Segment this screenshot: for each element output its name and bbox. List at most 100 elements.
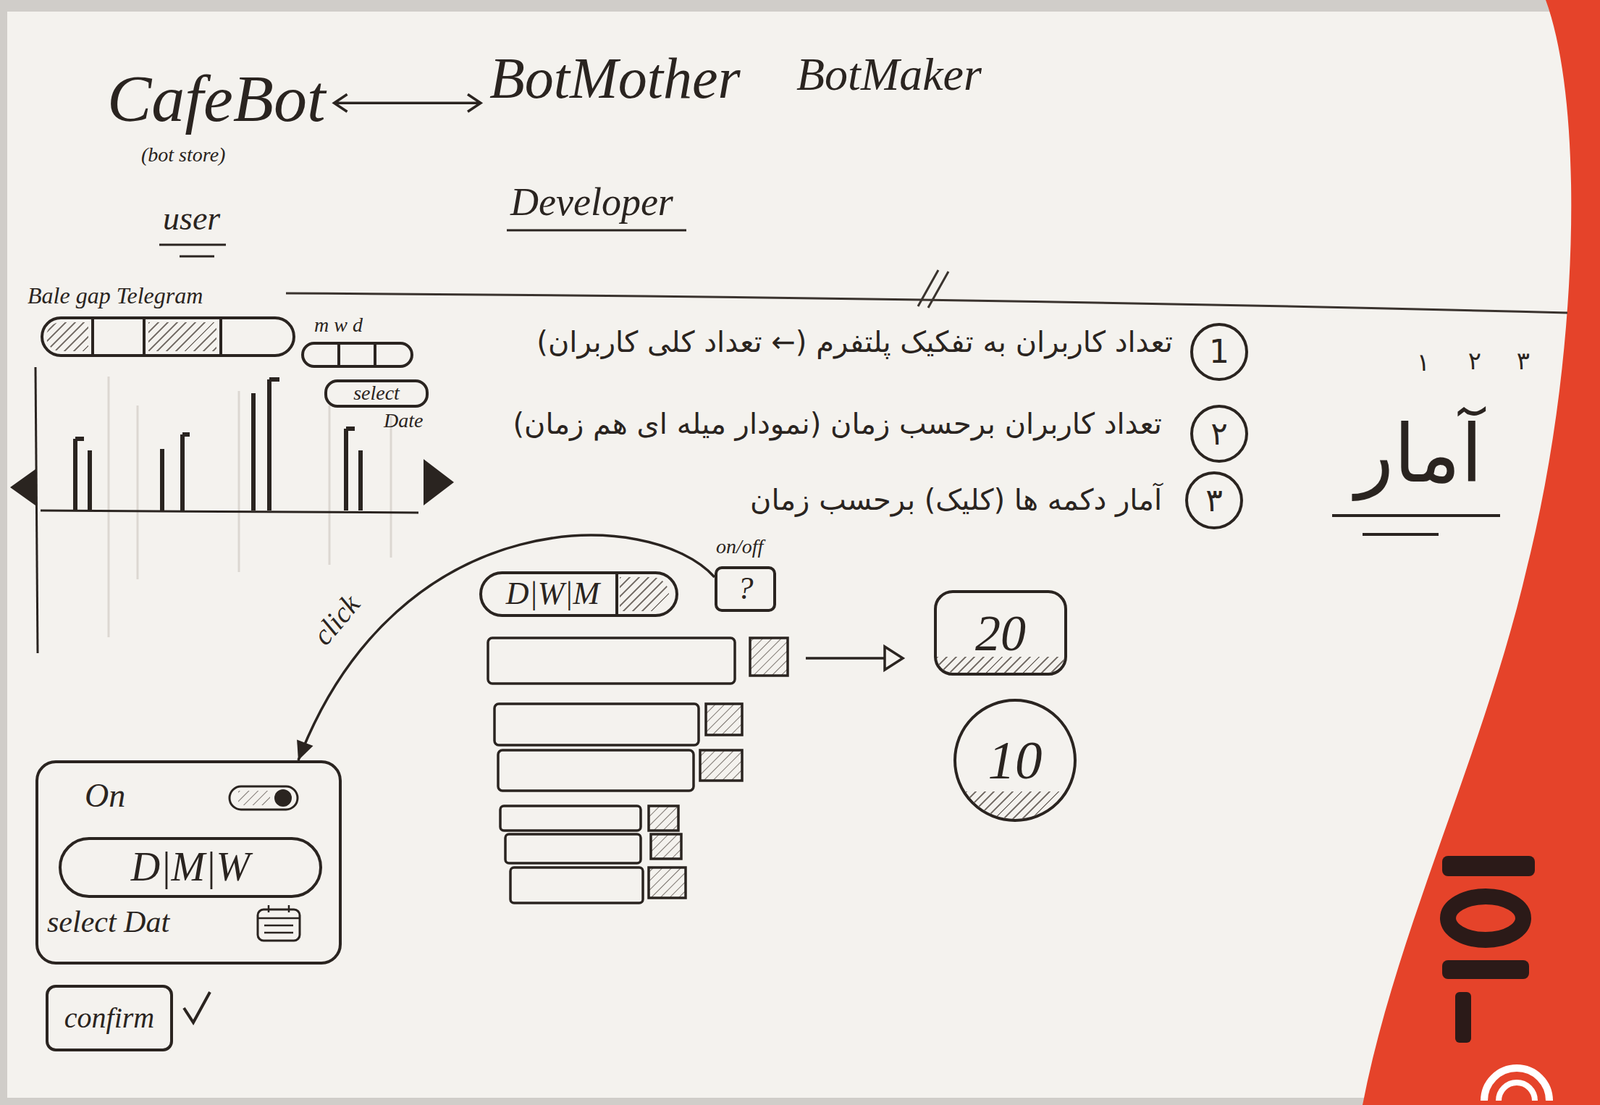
sketch-label: BotMother [489, 44, 741, 112]
toggle-hatch [238, 790, 271, 806]
logo-arc [1484, 1067, 1550, 1101]
next-arrow [423, 459, 454, 506]
paper-sheet [7, 11, 1600, 1098]
box-text: ۲ [1210, 416, 1228, 452]
hatched-fill [46, 322, 89, 352]
rank-bar [505, 834, 641, 863]
rank-square [750, 637, 788, 676]
sketch-box: m w d [301, 341, 414, 368]
chart-bar [75, 379, 361, 511]
rank-bar [487, 637, 735, 684]
logo-stroke [1455, 991, 1472, 1043]
sketch-box: Bale gap Telegram [40, 316, 296, 357]
box-text: 1 [1209, 334, 1230, 370]
logo-stroke [1442, 960, 1530, 979]
box-text: confirm [64, 1001, 155, 1034]
sketch-label: ۱ [1416, 346, 1430, 378]
logo-ring [1447, 896, 1524, 940]
widget-icon [255, 903, 302, 943]
connector-curve [298, 535, 715, 761]
rank-square [648, 867, 686, 898]
sketch-label: user [162, 199, 221, 239]
box-heading: Date [383, 409, 423, 433]
logo-stroke [1442, 855, 1535, 877]
circle-node: 10 [953, 698, 1077, 822]
sketch-box: on/off? [714, 566, 777, 612]
logo-arc [1498, 1082, 1535, 1101]
sketch-label: (bot store) [141, 143, 226, 167]
sketch-box: confirm [45, 984, 174, 1052]
hatched-fill [148, 322, 217, 352]
edge-label: click [304, 586, 369, 654]
circle-node: 1 [1190, 322, 1249, 381]
sketch-label: تعداد کاربران به تفکیک پلتفرم (← تعداد ک… [536, 322, 1173, 361]
box-heading: m w d [314, 314, 363, 337]
sketch-label: ۳ [1516, 344, 1530, 377]
sketch-label: تعداد کاربران برحسب زمان (نمودار میله ای… [512, 404, 1162, 443]
toggle-switch [228, 783, 301, 813]
box-text: select [353, 382, 400, 405]
circle-node: ۳ [1185, 471, 1244, 530]
prev-arrow [10, 469, 36, 506]
box-text: 10 [988, 730, 1043, 791]
pointer-arrow [805, 646, 903, 670]
double-arrow [334, 94, 481, 112]
rank-bar [494, 703, 699, 745]
sketch-label: CafeBot [107, 60, 326, 138]
chart-axis [35, 367, 38, 654]
rank-bar [498, 750, 694, 791]
hatched-fill [956, 791, 1074, 819]
underline [506, 229, 687, 232]
ranking-bars [487, 637, 788, 903]
toggle-knob [274, 789, 292, 807]
segment-divider [142, 319, 146, 355]
calendar-icon [255, 903, 302, 943]
slash-marks [918, 270, 949, 308]
sketch-box: 20 [933, 590, 1068, 676]
underline [1332, 515, 1501, 535]
sketch-box: D|W|M [479, 571, 679, 617]
chart-baseline [40, 510, 419, 513]
sketch-box: On select Dat D|M|W [35, 760, 342, 965]
rank-square [705, 703, 743, 735]
box-text: D|W|M [506, 576, 600, 612]
rank-square [650, 834, 682, 859]
red-band [1362, 0, 1600, 1105]
box-heading: on/off [716, 535, 764, 559]
segment-divider [373, 344, 377, 365]
stationery-logo [1442, 855, 1550, 1101]
sketch-label: ۲ [1468, 344, 1482, 377]
segment-divider [337, 344, 341, 365]
rank-bar [510, 867, 643, 903]
segment-divider [615, 574, 619, 614]
box-text: ? [737, 571, 754, 606]
sketch-label: BotMaker [796, 47, 982, 102]
hatched-fill [619, 577, 669, 612]
box-text: D|M|W [131, 844, 251, 890]
rank-square [700, 750, 743, 781]
box-heading: Bale gap Telegram [27, 283, 203, 309]
check-mark [183, 991, 210, 1023]
box-heading: On [84, 777, 126, 815]
sketch-box: selectDate [324, 379, 429, 408]
rank-square [648, 805, 679, 831]
sketch-label: آمار [1355, 402, 1483, 507]
arrow-head [296, 739, 313, 761]
segment-divider [91, 319, 95, 355]
segment-divider [219, 319, 223, 355]
box-heading: select Dat [47, 904, 170, 939]
toggle-track [229, 786, 298, 810]
divider-line [285, 293, 1568, 313]
sketch-box: D|M|W [58, 836, 323, 898]
click-connector [296, 535, 715, 761]
rank-bar [500, 805, 641, 831]
calendar-lines [257, 904, 300, 933]
sketch-label: Developer [510, 179, 674, 225]
bar-chart [10, 367, 454, 654]
sketch-label: آمار دکمه ها (کلیک) برحسب زمان [750, 480, 1162, 519]
widget-icon [228, 783, 301, 813]
